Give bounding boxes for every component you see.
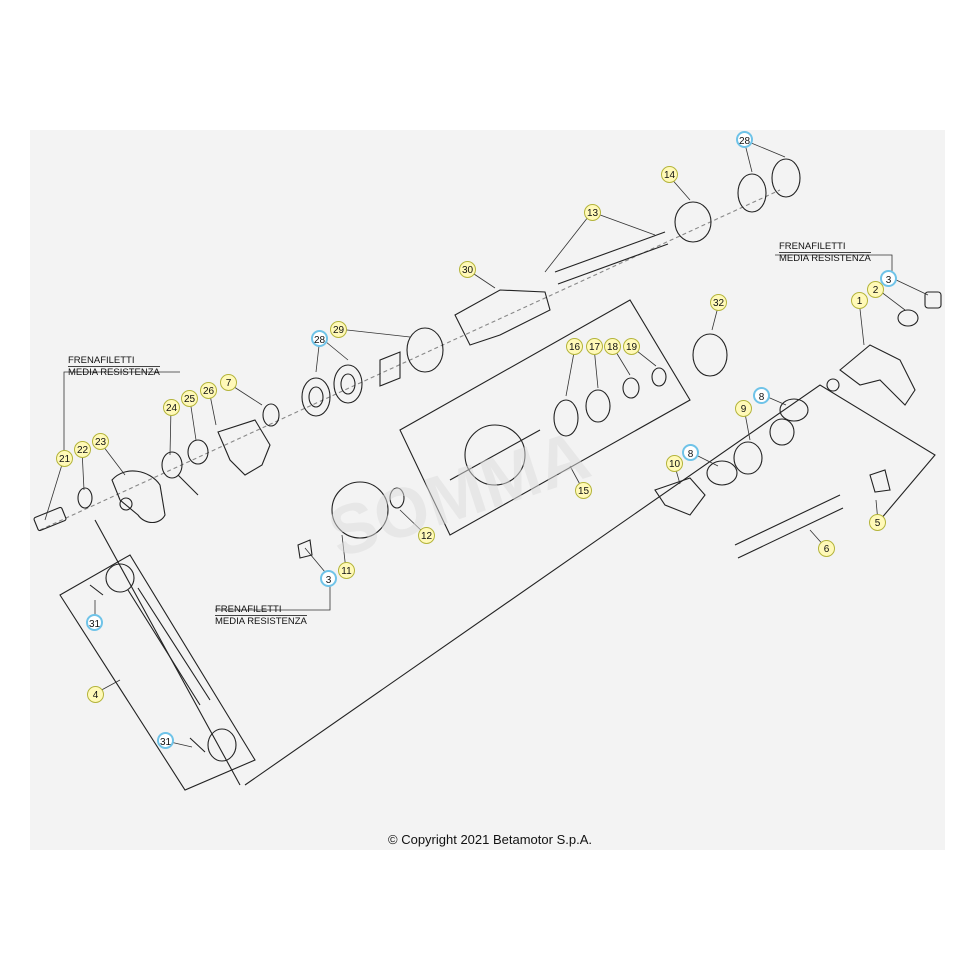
lever-26	[217, 419, 271, 476]
callout-5: 5	[869, 514, 886, 531]
note-bottom-line1: FRENAFILETTI	[215, 604, 307, 616]
callout-25: 25	[181, 390, 198, 407]
callout-2: 2	[867, 281, 884, 298]
note-left-line1: FRENAFILETTI	[68, 355, 160, 367]
plate-23	[111, 470, 166, 524]
callout-31a: 31	[86, 614, 103, 631]
callout-29: 29	[330, 321, 347, 338]
linkage-path	[244, 384, 936, 786]
callout-31b: 31	[157, 732, 174, 749]
clip-19	[651, 367, 667, 387]
spring-24	[161, 451, 183, 479]
note-right-line2: MEDIA RESISTENZA	[779, 253, 871, 264]
callout-19: 19	[623, 338, 640, 355]
rod-4	[127, 587, 211, 706]
washer-12	[389, 487, 405, 509]
callout-18: 18	[604, 338, 621, 355]
callout-24: 24	[163, 399, 180, 416]
bearing-28c	[737, 173, 767, 213]
rods-13	[554, 231, 669, 285]
part-14	[674, 201, 712, 243]
callout-14: 14	[661, 166, 678, 183]
callout-3a: 3	[880, 270, 897, 287]
callout-11: 11	[338, 562, 355, 579]
callout-6: 6	[818, 540, 835, 557]
kickstart-assembly-box	[399, 299, 691, 536]
note-bottom: FRENAFILETTI MEDIA RESISTENZA	[215, 604, 307, 627]
bearing-28d	[771, 158, 801, 198]
shaft-29	[379, 351, 401, 387]
callout-30: 30	[459, 261, 476, 278]
note-left: FRENAFILETTI MEDIA RESISTENZA	[68, 355, 160, 378]
washer-22	[77, 487, 93, 509]
note-right-line1: FRENAFILETTI	[779, 241, 871, 253]
callout-7: 7	[220, 374, 237, 391]
copyright-text: © Copyright 2021 Betamotor S.p.A.	[388, 832, 592, 847]
rod-assembly-box	[59, 554, 256, 791]
bracket-30	[454, 289, 551, 346]
note-bottom-line2: MEDIA RESISTENZA	[215, 616, 307, 627]
callout-28a: 28	[311, 330, 328, 347]
callout-28b: 28	[736, 131, 753, 148]
note-right: FRENAFILETTI MEDIA RESISTENZA	[779, 241, 871, 264]
bolt-21	[33, 506, 67, 532]
note-left-line2: MEDIA RESISTENZA	[68, 367, 160, 378]
washer-7	[262, 403, 280, 427]
impeller-11	[331, 481, 389, 539]
callout-16: 16	[566, 338, 583, 355]
ring-18	[622, 377, 640, 399]
gear-15	[464, 424, 526, 486]
callout-12: 12	[418, 527, 435, 544]
callout-17: 17	[586, 338, 603, 355]
callout-32: 32	[710, 294, 727, 311]
fork-1	[839, 344, 916, 406]
shaft-axis	[39, 189, 781, 531]
watermark: SOMMA	[319, 415, 598, 572]
callout-22: 22	[74, 441, 91, 458]
washer-17	[585, 389, 611, 423]
spring-6	[734, 494, 844, 559]
callout-15: 15	[575, 482, 592, 499]
callout-21: 21	[56, 450, 73, 467]
callout-8b: 8	[682, 444, 699, 461]
callout-3b: 3	[320, 570, 337, 587]
bearing-28b	[333, 364, 363, 404]
callout-10: 10	[666, 455, 683, 472]
callout-13: 13	[584, 204, 601, 221]
callout-23: 23	[92, 433, 109, 450]
ring-16	[553, 399, 579, 437]
callout-26: 26	[200, 382, 217, 399]
part-10	[654, 477, 706, 516]
diagram-background	[30, 130, 945, 850]
callout-4: 4	[87, 686, 104, 703]
callout-9a: 9	[735, 400, 752, 417]
bush-25	[187, 439, 209, 465]
callout-1: 1	[851, 292, 868, 309]
bearing-28a	[301, 377, 331, 417]
callout-8a: 8	[753, 387, 770, 404]
bearing-32	[692, 333, 728, 377]
